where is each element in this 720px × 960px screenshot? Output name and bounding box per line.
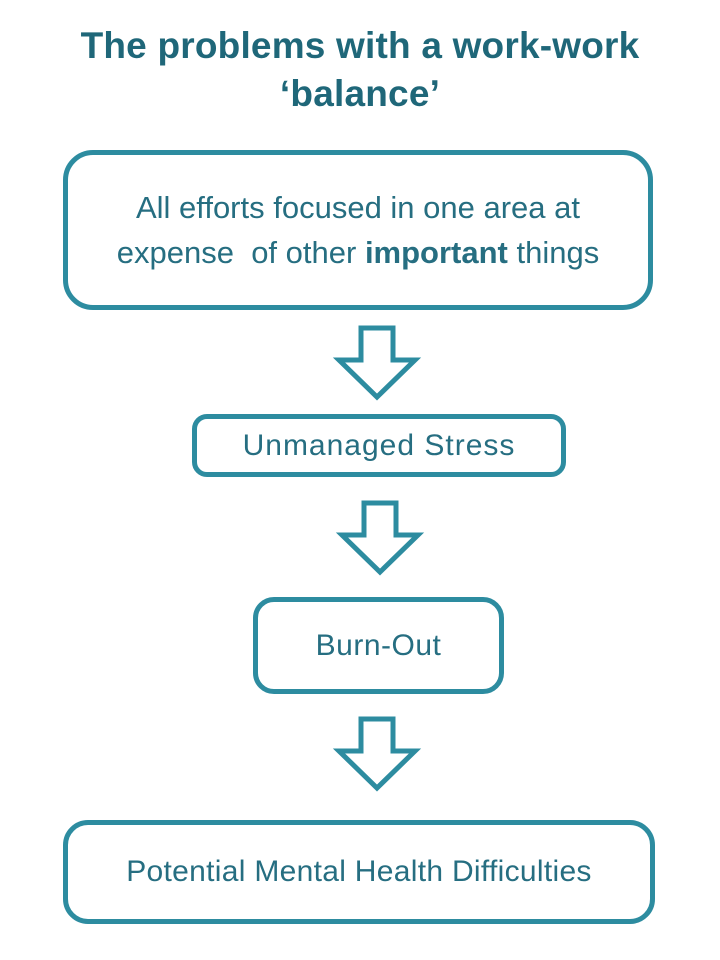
box-text-line-2: expense of other important things [117, 230, 599, 275]
flow-box-all-efforts: All efforts focused in one area at expen… [63, 150, 653, 310]
box-text-line-1: All efforts focused in one area at [135, 190, 581, 225]
flow-box-all-efforts-text: All efforts focused in one area at expen… [117, 185, 599, 275]
down-block-arrow-shape [332, 325, 422, 401]
flow-box-burn-out-label: Burn-Out [315, 628, 442, 662]
down-block-arrow-icon [332, 325, 422, 401]
title-line-2: ‘balance’ [279, 73, 441, 114]
down-block-arrow-shape [335, 500, 425, 576]
box-text-line-2-post: things [507, 235, 600, 270]
down-block-arrow-shape [332, 716, 422, 792]
flow-box-potential-mental-health: Potential Mental Health Difficulties [63, 820, 655, 924]
flow-box-burn-out: Burn-Out [253, 597, 504, 694]
down-block-arrow-icon [335, 500, 425, 576]
title-line-1: The problems with a work-work [80, 25, 640, 66]
flow-box-unmanaged-stress: Unmanaged Stress [192, 414, 566, 477]
page-title: The problems with a work-work ‘balance’ [0, 22, 720, 118]
box-text-line-2-bold: important [364, 235, 508, 270]
down-block-arrow-icon [332, 716, 422, 792]
flow-box-unmanaged-stress-label: Unmanaged Stress [242, 428, 516, 462]
flow-box-potential-mental-health-label: Potential Mental Health Difficulties [126, 855, 592, 888]
box-text-line-2-pre: expense of other [116, 235, 365, 270]
